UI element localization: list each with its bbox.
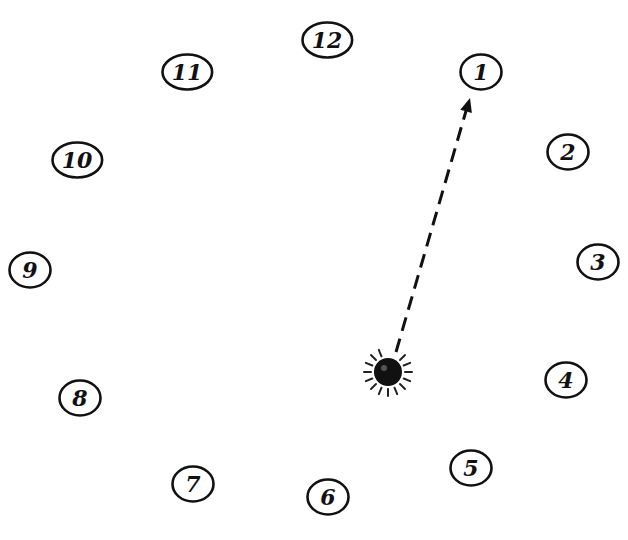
- clock-number: 6: [306, 486, 350, 508]
- arrow-head: [460, 98, 472, 113]
- clock-number: 2: [546, 141, 590, 163]
- number-circle: 1: [459, 53, 503, 91]
- clock-number: 8: [58, 387, 102, 409]
- number-circle: 5: [449, 449, 493, 487]
- clock-number: 5: [449, 457, 493, 479]
- clock-number: 7: [171, 473, 215, 495]
- clock-number: 9: [8, 259, 52, 281]
- clock-number: 1: [459, 61, 503, 83]
- dashed-arrow: [396, 111, 466, 352]
- center-dot: [374, 358, 402, 386]
- number-circle: 6: [306, 478, 350, 516]
- clock-number: 3: [576, 251, 620, 273]
- clock-number: 11: [161, 61, 214, 83]
- number-circle: 3: [576, 243, 620, 281]
- dot-rays: [364, 350, 412, 396]
- dot-highlight: [381, 365, 387, 371]
- number-circle: 11: [161, 53, 214, 91]
- number-circle: 2: [546, 133, 590, 171]
- number-circle: 10: [51, 141, 104, 179]
- number-circle: 9: [8, 251, 52, 289]
- number-circle: 12: [301, 21, 354, 59]
- number-circle: 4: [544, 361, 588, 399]
- clock-number: 10: [51, 149, 104, 171]
- number-circle: 8: [58, 379, 102, 417]
- clock-number: 12: [301, 29, 354, 51]
- number-circle: 7: [171, 465, 215, 503]
- clock-number: 4: [544, 369, 588, 391]
